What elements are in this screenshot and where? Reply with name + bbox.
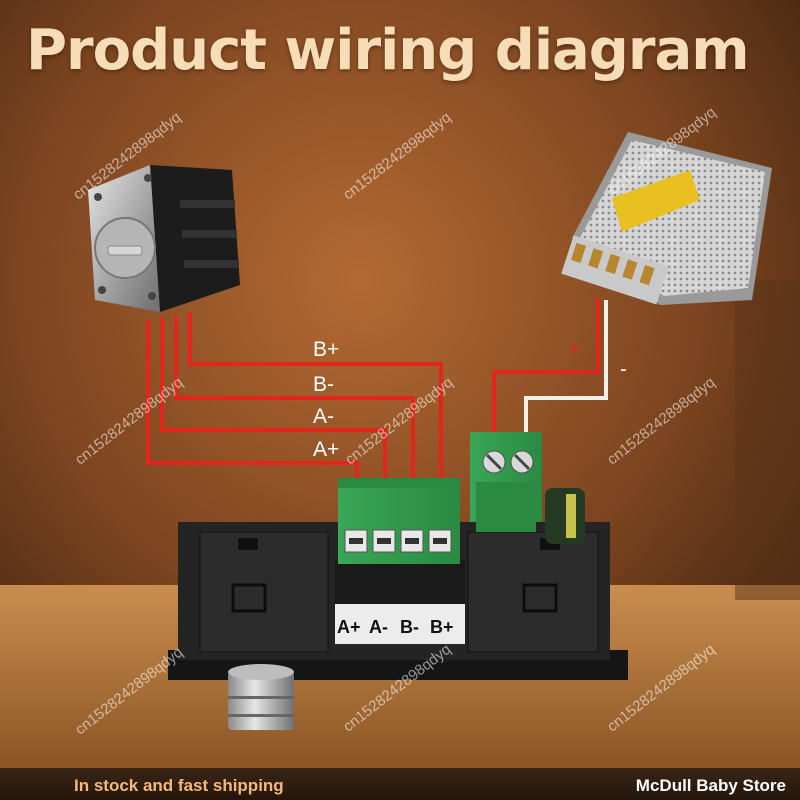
footer-store-name: McDull Baby Store (635, 776, 786, 795)
wire-label-b-minus: B- (313, 373, 334, 396)
psu-negative-wire (524, 300, 608, 440)
psu-plus-label: + (568, 338, 581, 361)
footer-bar (0, 768, 800, 800)
psu-minus-label: - (620, 358, 627, 381)
power-supply (561, 132, 772, 305)
wire-label-b-plus: B+ (313, 338, 340, 361)
terminal-label-b-plus: B+ (430, 617, 454, 637)
page-title: Product wiring diagram (26, 18, 750, 83)
capacitor (545, 488, 585, 544)
wire-label-a-minus: A- (313, 405, 334, 428)
wire-label-a-plus: A+ (313, 438, 340, 461)
rotary-knob (228, 664, 294, 730)
back-shelf (735, 280, 800, 600)
terminal-label-a-minus: A- (369, 617, 388, 637)
controller-module (168, 432, 628, 680)
psu-positive-wire (492, 298, 600, 440)
terminal-label-b-minus: B- (400, 617, 419, 637)
terminal-label-a-plus: A+ (337, 617, 361, 637)
stepper-motor (88, 165, 240, 312)
footer-shipping-text: In stock and fast shipping (74, 776, 284, 795)
